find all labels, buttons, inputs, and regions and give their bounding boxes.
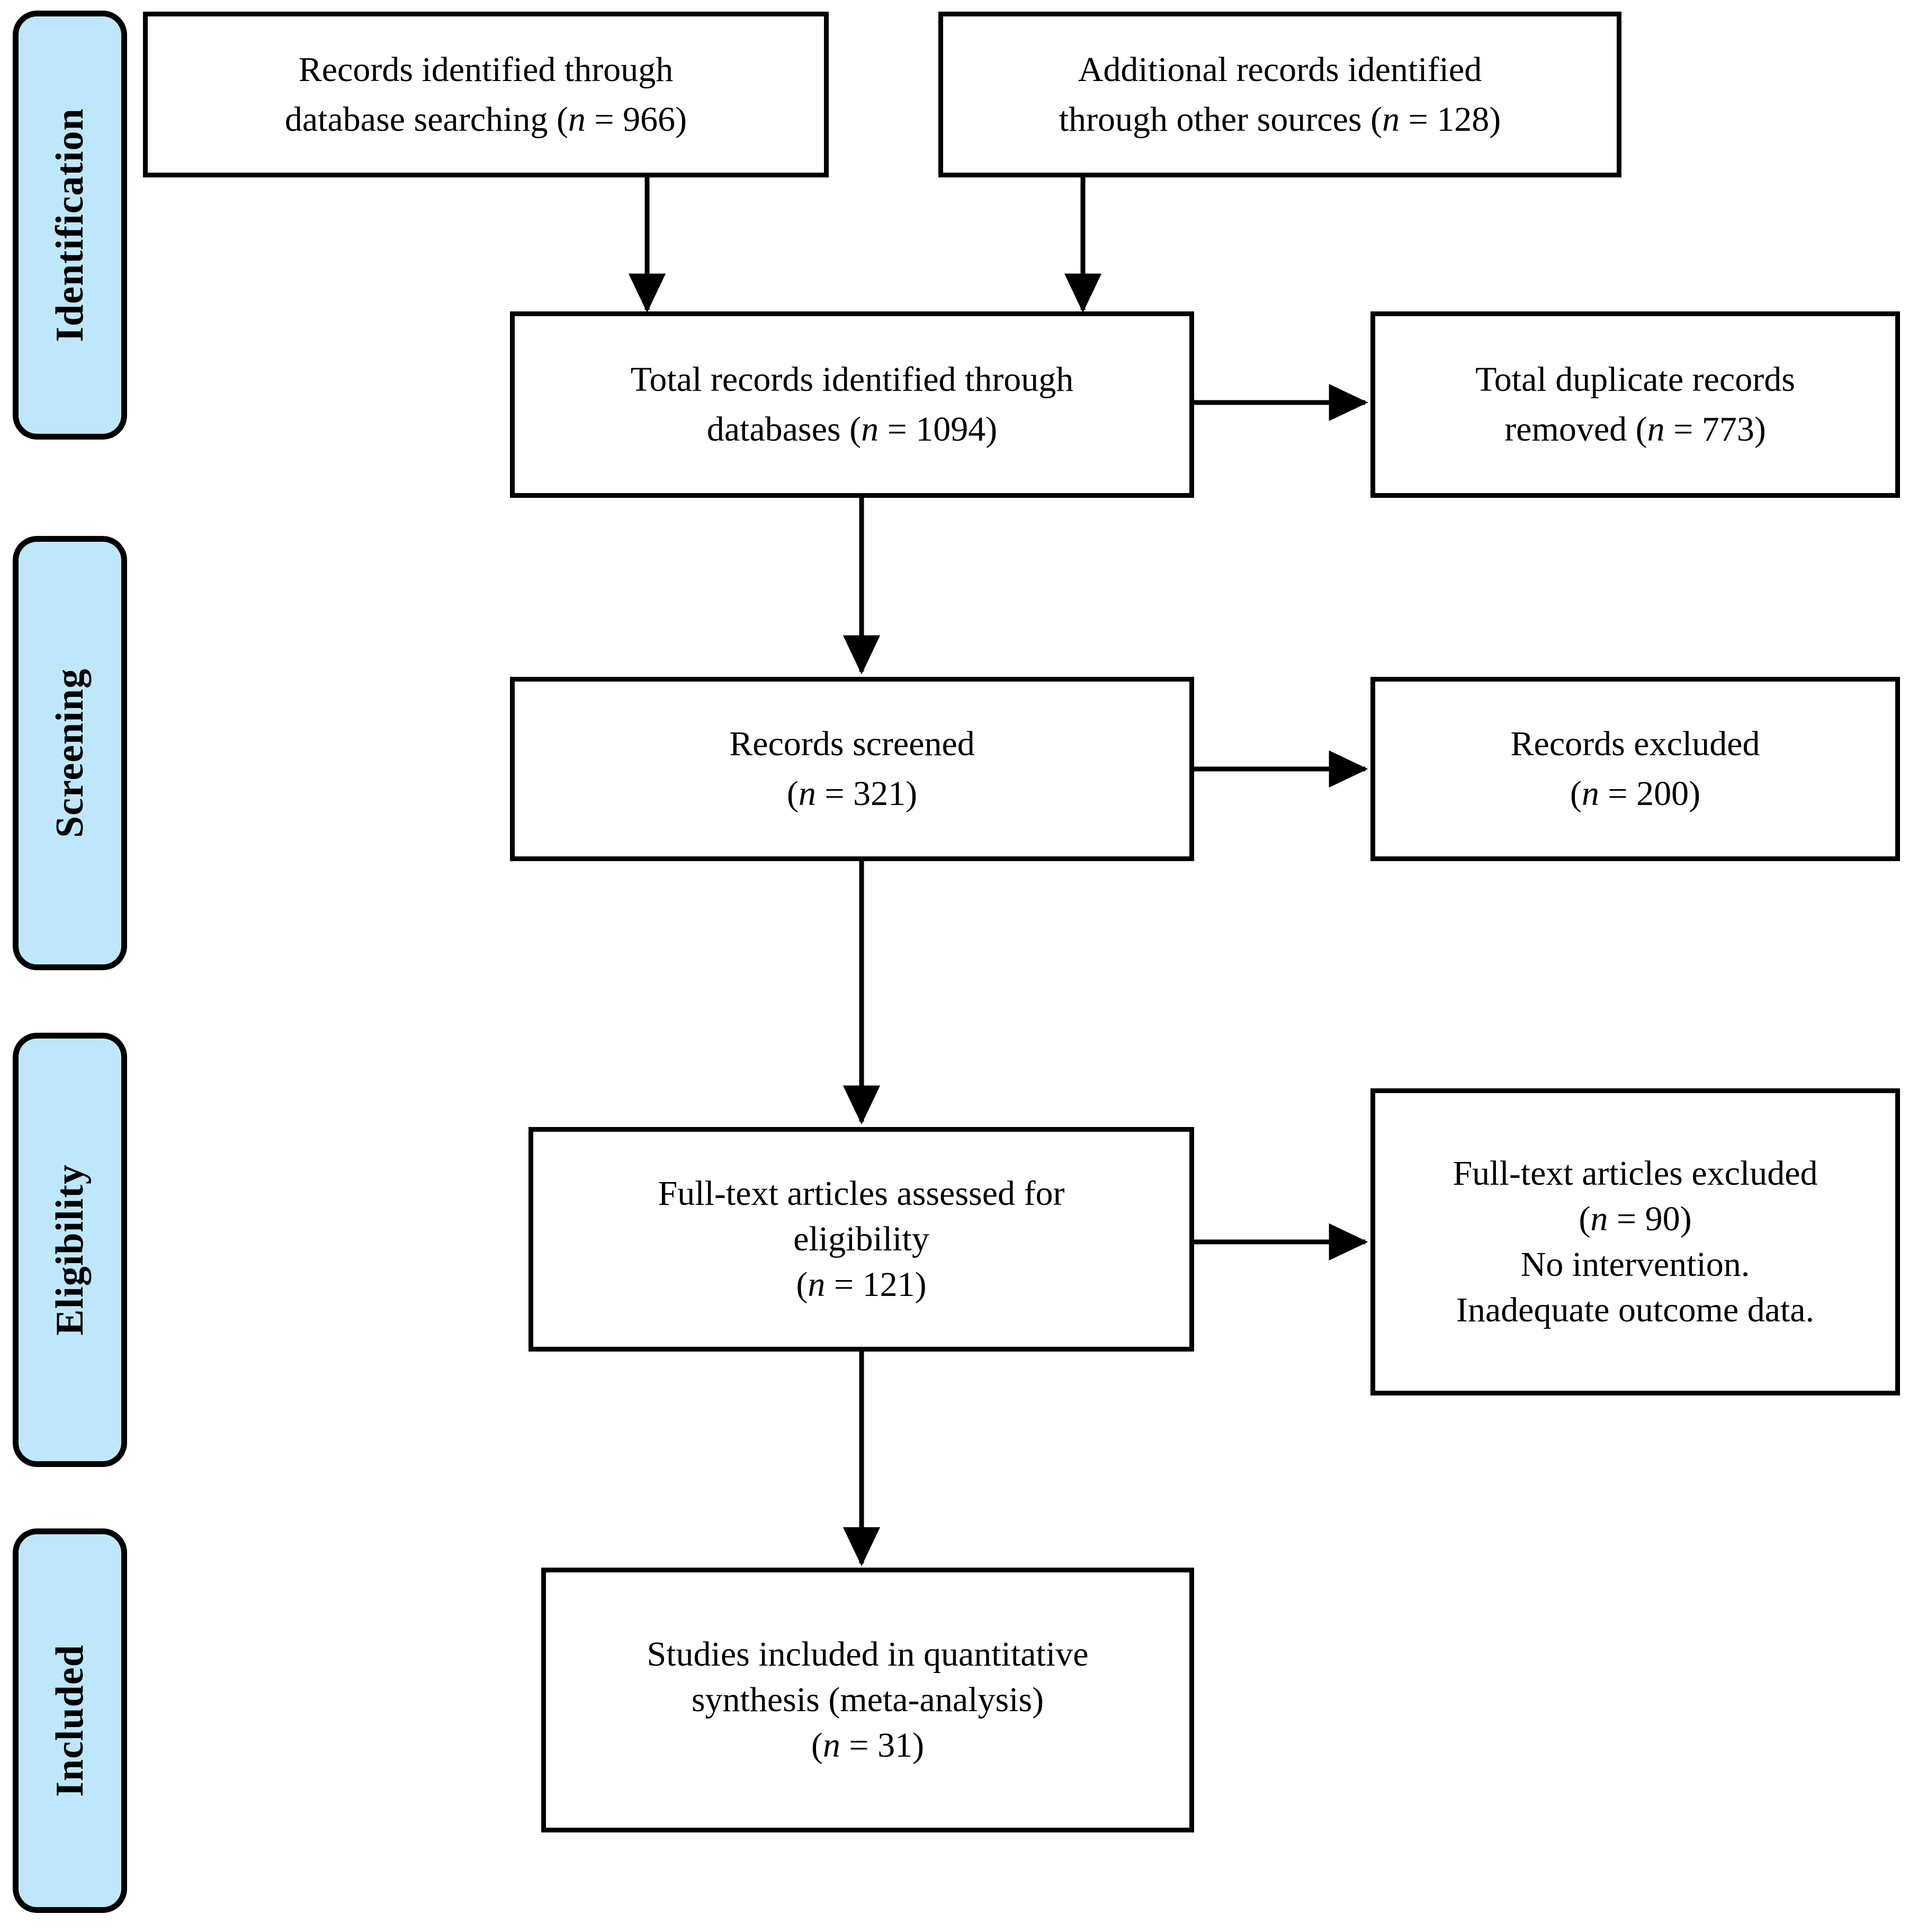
- phase-label-included: Included: [48, 1644, 92, 1797]
- n-symbol: n: [568, 100, 586, 139]
- phase-pill-included: Included: [13, 1528, 127, 1913]
- box-line: (n = 321): [786, 774, 918, 813]
- box-line: (n = 121): [796, 1265, 927, 1304]
- box-line: Total duplicate records: [1475, 360, 1795, 399]
- box-records-identified-database: Records identified through database sear…: [143, 12, 829, 177]
- box-line: database searching (n = 966): [284, 100, 687, 139]
- box-line: (n = 200): [1570, 774, 1701, 813]
- n-symbol: n: [1581, 774, 1599, 813]
- box-line: Studies included in quantitative: [647, 1635, 1089, 1674]
- box-line: (n = 90): [1579, 1200, 1692, 1239]
- n-symbol: n: [808, 1265, 826, 1304]
- box-line: Full-text articles assessed for: [658, 1174, 1065, 1213]
- phase-pill-identification: Identification: [13, 11, 127, 440]
- box-total-records-identified: Total records identified through databas…: [510, 311, 1194, 498]
- box-line: Full-text articles excluded: [1453, 1154, 1818, 1193]
- phase-pill-eligibility: Eligibility: [13, 1033, 127, 1467]
- box-line: Inadequate outcome data.: [1456, 1290, 1815, 1329]
- box-line: Records identified through: [298, 50, 674, 89]
- n-symbol: n: [822, 1725, 840, 1765]
- box-fulltext-articles-assessed: Full-text articles assessed for eligibil…: [528, 1127, 1194, 1352]
- box-records-screened: Records screened (n = 321): [510, 677, 1194, 861]
- box-line: eligibility: [793, 1220, 929, 1259]
- phase-label-screening: Screening: [48, 668, 92, 838]
- box-records-excluded: Records excluded (n = 200): [1370, 677, 1900, 861]
- phase-pill-screening: Screening: [13, 536, 127, 970]
- box-line: removed (n = 773): [1504, 410, 1766, 449]
- box-studies-included: Studies included in quantitative synthes…: [541, 1568, 1194, 1832]
- n-symbol: n: [798, 774, 816, 813]
- box-additional-records-other-sources: Additional records identified through ot…: [938, 12, 1621, 177]
- box-line: Total records identified through: [630, 360, 1074, 399]
- box-line: Additional records identified: [1078, 50, 1482, 89]
- phase-label-identification: Identification: [48, 108, 92, 342]
- box-line: through other sources (n = 128): [1059, 100, 1501, 139]
- box-line: No intervention.: [1520, 1245, 1750, 1284]
- n-symbol: n: [861, 410, 879, 449]
- box-line: (n = 31): [811, 1725, 925, 1765]
- n-symbol: n: [1382, 100, 1400, 139]
- box-line: synthesis (meta-analysis): [691, 1680, 1044, 1720]
- box-fulltext-articles-excluded: Full-text articles excluded (n = 90) No …: [1370, 1088, 1900, 1396]
- box-line: databases (n = 1094): [706, 410, 998, 449]
- box-line: Records excluded: [1510, 724, 1760, 764]
- n-symbol: n: [1590, 1200, 1608, 1239]
- n-symbol: n: [1647, 410, 1665, 449]
- box-line: Records screened: [729, 724, 975, 764]
- phase-label-eligibility: Eligibility: [48, 1164, 92, 1336]
- box-total-duplicate-records-removed: Total duplicate records removed (n = 773…: [1370, 311, 1900, 498]
